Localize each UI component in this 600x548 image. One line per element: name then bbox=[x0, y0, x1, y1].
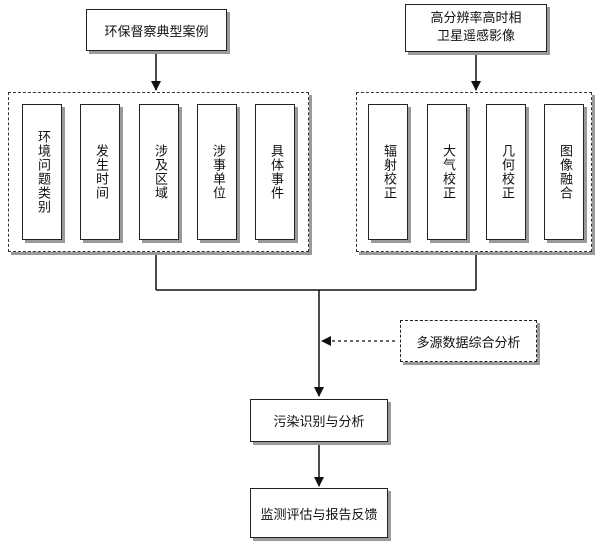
pollution-identification-box: 污染识别与分析 bbox=[250, 399, 388, 442]
geometric-correction: 几何校正 bbox=[486, 104, 526, 240]
multisource-analysis-box: 多源数据综合分析 bbox=[400, 320, 537, 362]
attribute-region: 涉及区域 bbox=[139, 104, 179, 240]
satellite-imagery-box: 高分辨率高时相 卫星遥感影像 bbox=[405, 4, 547, 52]
image-fusion: 图像融合 bbox=[544, 104, 584, 240]
attribute-time: 发生时间 bbox=[80, 104, 120, 240]
typical-cases-box: 环保督察典型案例 bbox=[86, 9, 227, 51]
attribute-unit: 涉事单位 bbox=[197, 104, 237, 240]
radiometric-correction: 辐射校正 bbox=[368, 104, 408, 240]
atmospheric-correction: 大气校正 bbox=[427, 104, 467, 240]
monitoring-report-box: 监测评估与报告反馈 bbox=[250, 488, 388, 538]
attribute-event: 具体事件 bbox=[255, 104, 295, 240]
attribute-problem-type: 环境问题类别 bbox=[22, 104, 62, 240]
